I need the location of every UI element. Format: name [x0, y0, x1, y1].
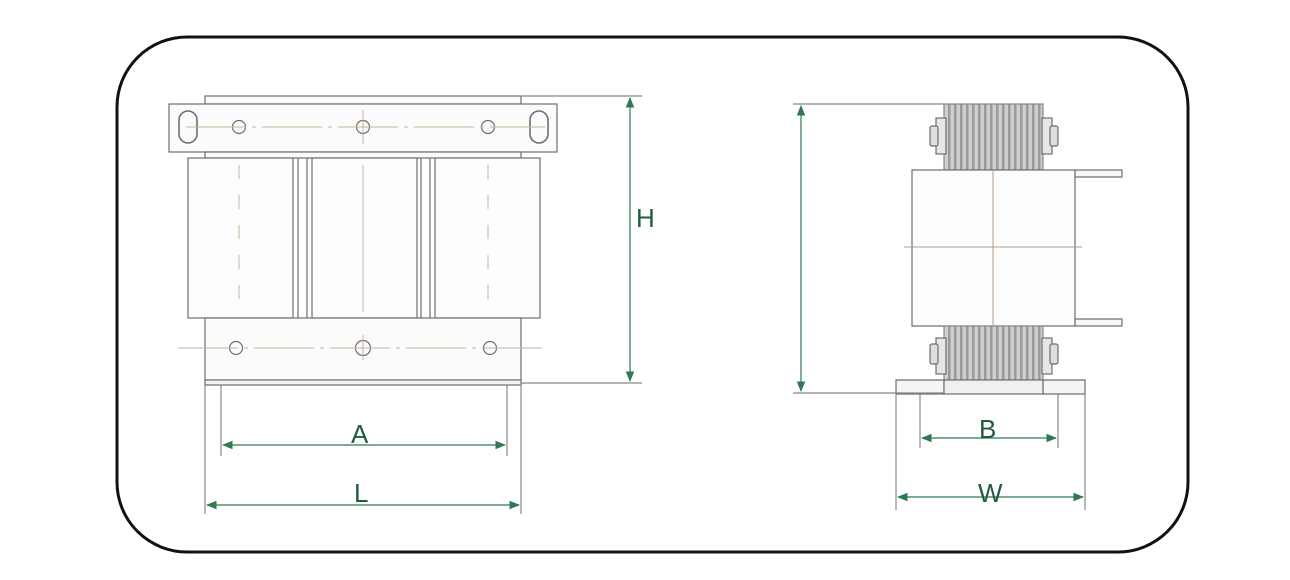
foot-base — [943, 379, 1044, 395]
bottom-bolt-right — [1049, 343, 1059, 365]
side-view — [895, 103, 1123, 395]
upper-flange — [1074, 169, 1123, 178]
top-coil-fins — [943, 103, 1044, 171]
lower-flange — [1074, 318, 1123, 327]
top-bracket-lower-edge — [204, 151, 522, 159]
front-center-lines — [178, 110, 548, 360]
bottom-bracket — [204, 317, 522, 381]
coil-center — [311, 157, 418, 319]
side-center-lines — [904, 170, 1082, 326]
bottom-bracket-base — [204, 379, 522, 386]
mount-spacing-front-label: A — [351, 419, 369, 449]
mounting-foot — [1042, 379, 1086, 395]
top-bolt-left — [929, 125, 939, 147]
top-bracket — [204, 95, 522, 105]
front-dimensions — [204, 95, 642, 514]
top-bolt-right — [1049, 125, 1059, 147]
height-label: H — [636, 203, 655, 233]
mounting-foot — [895, 379, 945, 395]
diagram-frame — [115, 35, 1190, 554]
mount-spacing-side-label: B — [979, 414, 996, 444]
coil-left — [187, 157, 294, 319]
side-dimensions — [793, 103, 1086, 510]
length-label: L — [354, 478, 368, 508]
width-label: W — [978, 478, 1003, 508]
bottom-coil-fins — [943, 325, 1044, 381]
bottom-bolt-left — [929, 343, 939, 365]
